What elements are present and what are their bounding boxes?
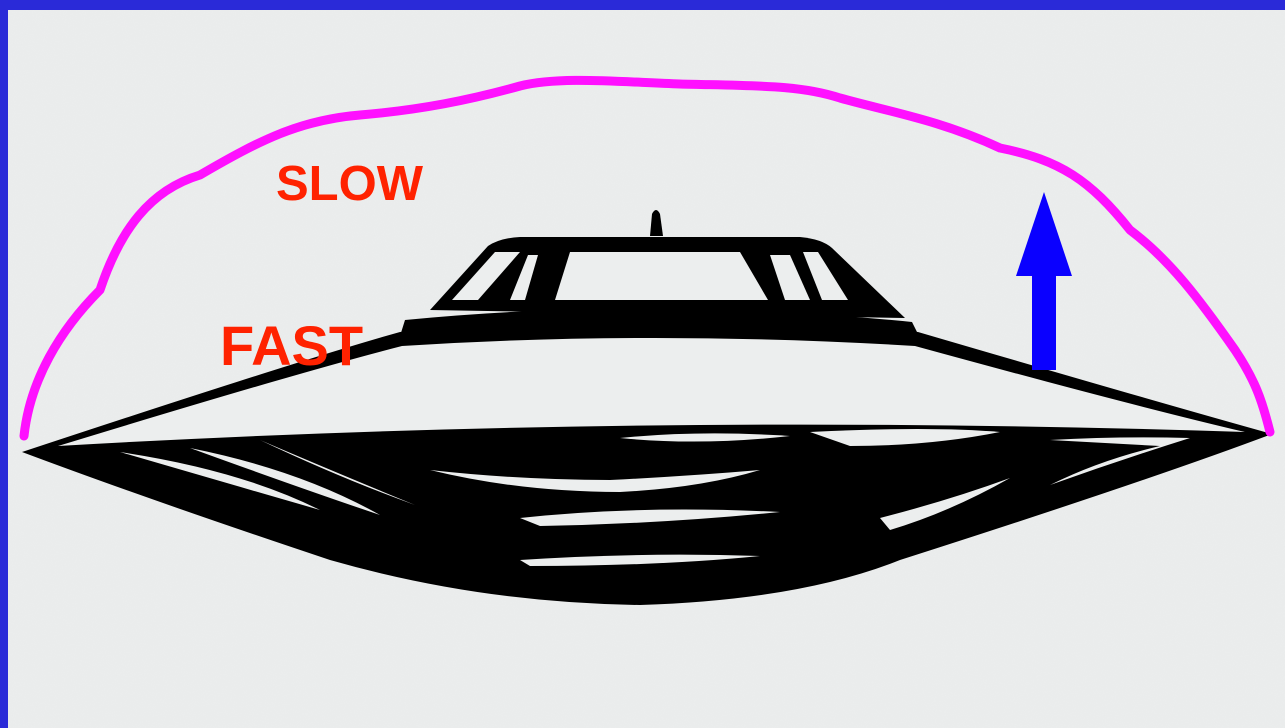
fast-label: FAST [220,314,363,377]
slow-label: SLOW [276,157,424,211]
